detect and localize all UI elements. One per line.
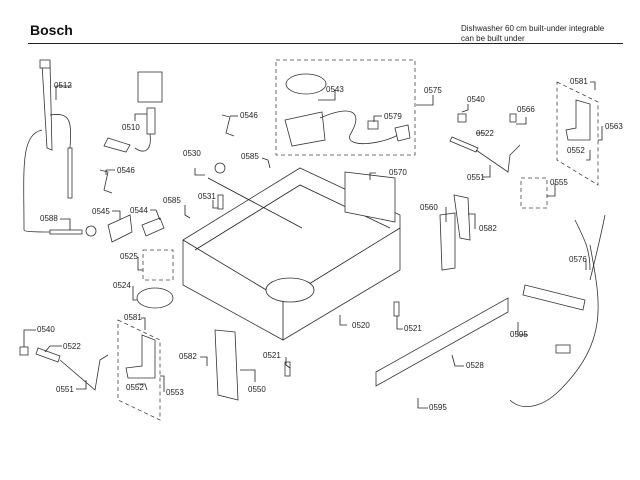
label-0588[interactable]: 0588 xyxy=(40,214,58,223)
part-0510-pressure-switch xyxy=(103,71,163,153)
part-0528-kickplate xyxy=(375,297,509,387)
part-0522-door-spring-left xyxy=(19,346,109,391)
part-0525-outline xyxy=(142,249,174,281)
label-0510[interactable]: 0510 xyxy=(122,123,140,132)
brand-title: Bosch xyxy=(30,22,73,38)
label-0552-2[interactable]: 0552 xyxy=(126,383,144,392)
label-0521[interactable]: 0521 xyxy=(263,351,281,360)
part-0553-outline xyxy=(117,319,161,421)
part-0575-circulation-pump xyxy=(284,73,411,147)
label-0582[interactable]: 0582 xyxy=(479,224,497,233)
label-0582-2[interactable]: 0582 xyxy=(179,352,197,361)
part-0576-wiring-harness xyxy=(509,214,606,407)
part-0524-disc xyxy=(136,287,174,309)
label-0555[interactable]: 0555 xyxy=(550,178,568,187)
label-0521-2[interactable]: 0521 xyxy=(404,324,422,333)
part-0512-upper-spray-tube xyxy=(23,59,73,233)
diagram-subtitle: Dishwasher 60 cm built-under integrable … xyxy=(461,24,604,44)
label-0545[interactable]: 0545 xyxy=(92,207,110,216)
part-0575-outline xyxy=(275,59,416,156)
part-0570-control-module xyxy=(344,171,396,223)
label-0553[interactable]: 0553 xyxy=(166,388,184,397)
part-0550-bracket xyxy=(214,329,239,401)
part-0521-screw-2 xyxy=(284,361,291,377)
leader-lines xyxy=(23,81,603,409)
label-0522[interactable]: 0522 xyxy=(476,129,494,138)
part-0563-hinge xyxy=(565,99,591,141)
label-0581-2[interactable]: 0581 xyxy=(124,313,142,322)
label-0540[interactable]: 0540 xyxy=(467,95,485,104)
label-0576[interactable]: 0576 xyxy=(569,255,587,264)
label-0524[interactable]: 0524 xyxy=(113,281,131,290)
label-0595[interactable]: 0595 xyxy=(510,330,528,339)
label-0595-2[interactable]: 0595 xyxy=(429,403,447,412)
part-0546-clamp xyxy=(99,169,113,194)
label-0530[interactable]: 0530 xyxy=(183,149,201,158)
label-0531[interactable]: 0531 xyxy=(198,192,216,201)
part-0555-outline xyxy=(520,177,548,209)
label-0551[interactable]: 0551 xyxy=(467,173,485,182)
label-0520[interactable]: 0520 xyxy=(352,321,370,330)
label-0540-2[interactable]: 0540 xyxy=(37,325,55,334)
label-0566[interactable]: 0566 xyxy=(517,105,535,114)
label-0552[interactable]: 0552 xyxy=(567,146,585,155)
label-0550[interactable]: 0550 xyxy=(248,385,266,394)
label-0579[interactable]: 0579 xyxy=(384,112,402,121)
label-0585-2[interactable]: 0585 xyxy=(241,152,259,161)
label-0563[interactable]: 0563 xyxy=(605,122,623,131)
label-0546-2[interactable]: 0546 xyxy=(240,111,258,120)
label-0528[interactable]: 0528 xyxy=(466,361,484,370)
subtitle-line-2: can be built under xyxy=(461,34,525,43)
header-divider xyxy=(28,43,623,44)
label-0551-2[interactable]: 0551 xyxy=(56,385,74,394)
label-0525[interactable]: 0525 xyxy=(120,252,138,261)
label-0543[interactable]: 0543 xyxy=(326,85,344,94)
part-0546-clamp-2 xyxy=(221,114,235,137)
part-0582-bracket xyxy=(453,194,471,241)
label-0546[interactable]: 0546 xyxy=(117,166,135,175)
part-0531-screw xyxy=(217,194,224,210)
label-0512[interactable]: 0512 xyxy=(54,81,72,90)
label-0585[interactable]: 0585 xyxy=(163,196,181,205)
part-0588-0545-0544-group xyxy=(49,214,165,243)
label-0544[interactable]: 0544 xyxy=(130,206,148,215)
part-0553-hinge xyxy=(125,334,156,379)
label-0575[interactable]: 0575 xyxy=(424,86,442,95)
subtitle-line-1: Dishwasher 60 cm built-under integrable xyxy=(461,24,605,33)
part-0560-bracket xyxy=(439,212,456,271)
part-0563-outline xyxy=(556,81,599,186)
part-0522-door-spring-right xyxy=(449,113,521,173)
part-0530-fitting xyxy=(214,162,226,174)
label-0570[interactable]: 0570 xyxy=(389,168,407,177)
label-0581[interactable]: 0581 xyxy=(570,77,588,86)
part-0521-screw xyxy=(393,301,400,317)
label-0560[interactable]: 0560 xyxy=(420,203,438,212)
label-0522-2[interactable]: 0522 xyxy=(63,342,81,351)
